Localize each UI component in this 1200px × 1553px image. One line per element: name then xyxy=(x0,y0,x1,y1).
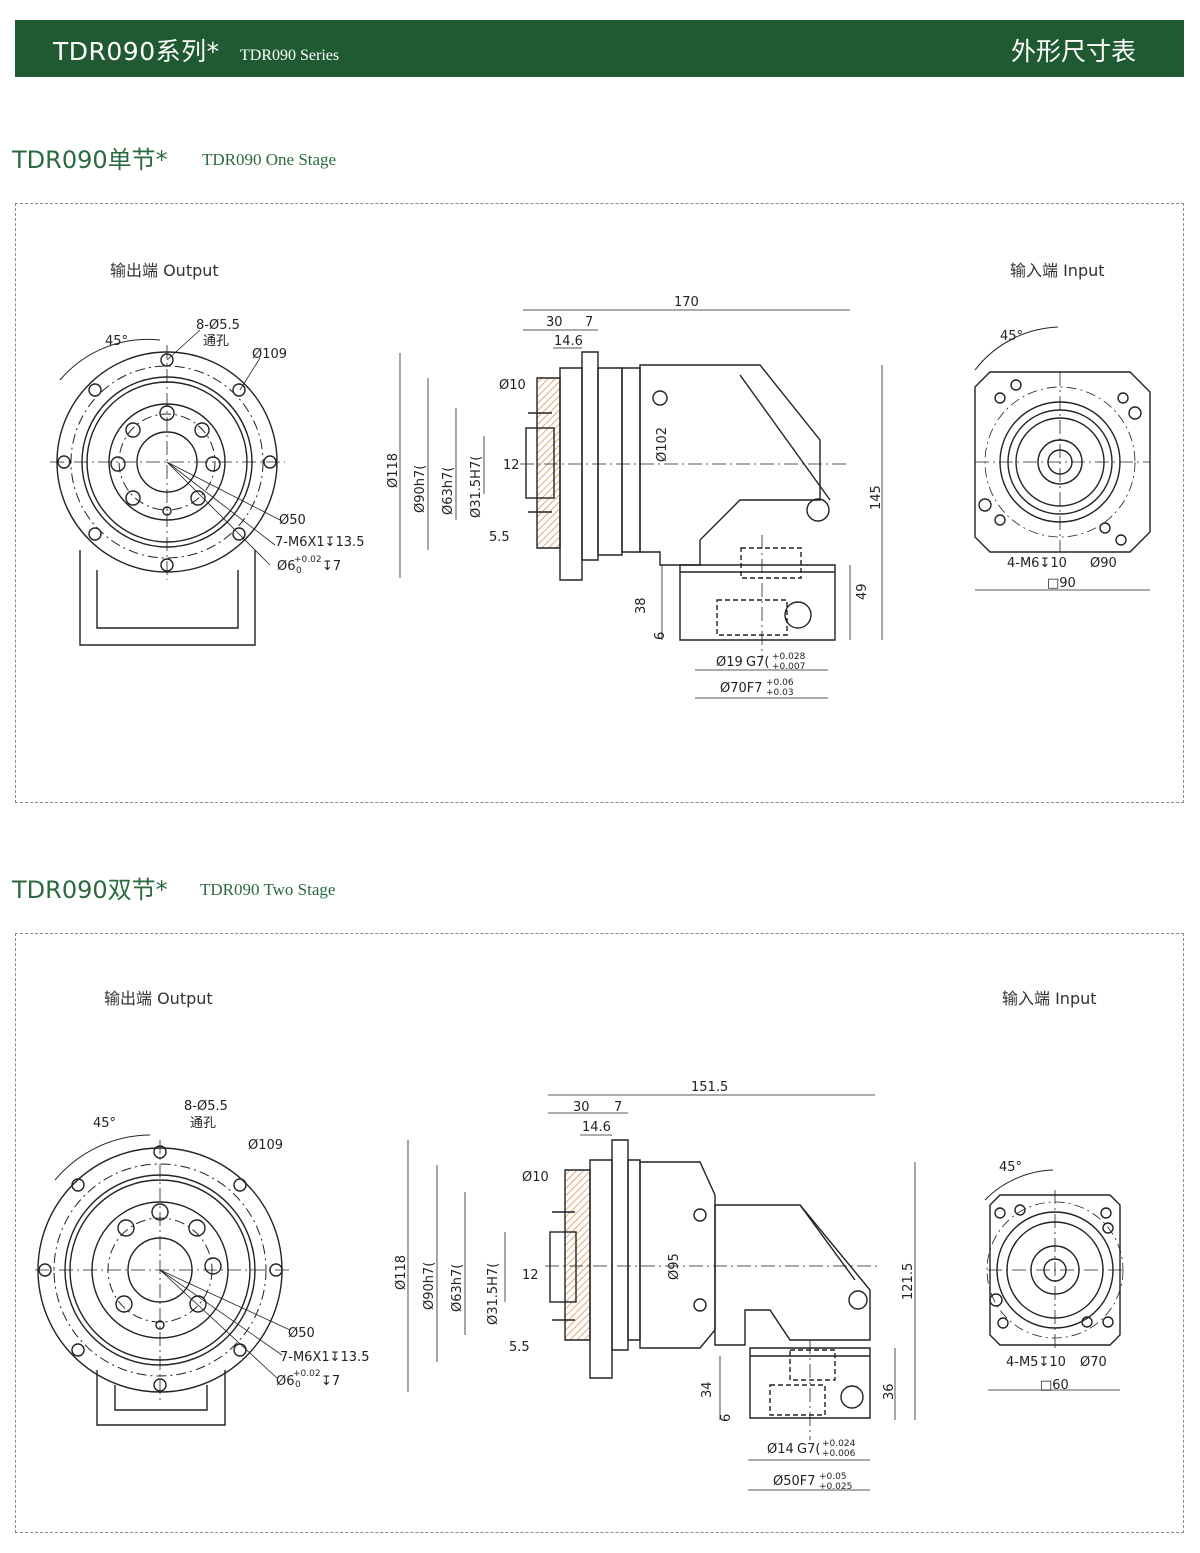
one-pin-depth: ↧7 xyxy=(322,559,341,574)
one-pilot-hi: +0.06 xyxy=(766,678,794,688)
one-angle-in: 45° xyxy=(1000,329,1023,344)
one-d10: Ø10 xyxy=(499,378,526,393)
one-stage-side-view xyxy=(399,309,883,699)
two-pilot-lo: +0.025 xyxy=(819,1482,852,1492)
two-len55: 5.5 xyxy=(509,1340,530,1355)
one-len12: 12 xyxy=(503,458,520,473)
two-stage-output-label: 输出端 Output xyxy=(104,989,213,1008)
two-in-pcd: Ø70 xyxy=(1080,1355,1107,1370)
two-pilot-hi: +0.05 xyxy=(819,1472,847,1482)
two-len30: 30 xyxy=(573,1100,590,1115)
one-shaft-hi: +0.028 xyxy=(772,652,806,662)
one-tap: 7-M6X1↧13.5 xyxy=(275,535,364,550)
two-holes: 8-Ø5.5 xyxy=(184,1099,228,1114)
two-angle-in: 45° xyxy=(999,1160,1022,1175)
two-stage-drawing-frame xyxy=(15,933,1184,1533)
series-title-en: TDR090 Series xyxy=(240,47,340,64)
two-pin-lo: 0 xyxy=(295,1380,301,1390)
one-d50: Ø50 xyxy=(279,513,306,528)
one-stage-title: TDR090单节* xyxy=(12,146,168,174)
two-stage-subtitle: TDR090 Two Stage xyxy=(200,880,336,899)
one-stage-output-view xyxy=(50,329,285,646)
two-pilot: Ø50F7 xyxy=(773,1474,816,1489)
one-len7: 7 xyxy=(585,315,593,330)
one-holes: 8-Ø5.5 xyxy=(196,318,240,333)
two-tap: 7-M6X1↧13.5 xyxy=(280,1350,369,1365)
one-d315: Ø31.5H7( xyxy=(469,456,484,518)
one-pin-lo: 0 xyxy=(296,566,302,576)
two-shaft: Ø14 xyxy=(767,1442,794,1457)
one-shaft-fit: G7( xyxy=(746,655,769,670)
two-len-total: 151.5 xyxy=(691,1080,728,1095)
one-shaft-lo: +0.007 xyxy=(772,662,805,672)
one-pilot: Ø70F7 xyxy=(720,681,763,696)
one-d109: Ø109 xyxy=(252,347,287,362)
dimension-table-title: 外形尺寸表 xyxy=(1010,37,1136,66)
two-pin-depth: ↧7 xyxy=(321,1374,340,1389)
two-d315: Ø31.5H7( xyxy=(486,1263,501,1325)
two-len12: 12 xyxy=(522,1268,539,1283)
one-stage-drawing-frame xyxy=(15,203,1184,803)
two-len7: 7 xyxy=(614,1100,622,1115)
one-h-total: 145 xyxy=(869,485,884,510)
one-d118: Ø118 xyxy=(386,453,401,488)
one-d-mid: Ø102 xyxy=(655,427,670,462)
series-title: TDR090系列* xyxy=(53,37,220,66)
one-h38: 38 xyxy=(634,597,649,614)
two-h38: 34 xyxy=(700,1381,715,1398)
one-h-in: 49 xyxy=(855,583,870,600)
two-pin-hi: +0.02 xyxy=(293,1369,321,1379)
two-h-in: 36 xyxy=(882,1383,897,1400)
two-shaft-hi: +0.024 xyxy=(822,1439,856,1449)
two-d10: Ø10 xyxy=(522,1170,549,1185)
one-stage-input-view xyxy=(974,326,1151,591)
one-shaft: Ø19 xyxy=(716,655,743,670)
two-in-tap: 4-M5↧10 xyxy=(1006,1355,1066,1370)
two-d90: Ø90h7( xyxy=(422,1262,437,1310)
two-stage-input-view xyxy=(984,1169,1125,1391)
one-through: 通孔 xyxy=(203,334,229,349)
two-d-mid: Ø95 xyxy=(667,1253,682,1280)
one-in-pcd: Ø90 xyxy=(1090,556,1117,571)
two-stage-side-view xyxy=(407,1094,916,1491)
one-len30: 30 xyxy=(546,315,563,330)
one-pin-hi: +0.02 xyxy=(294,555,322,565)
two-stage-output-view xyxy=(35,1134,291,1426)
two-d50: Ø50 xyxy=(288,1326,315,1341)
two-pin: Ø6 xyxy=(276,1374,295,1389)
two-d118: Ø118 xyxy=(394,1255,409,1290)
two-h-total: 121.5 xyxy=(901,1263,916,1300)
two-d63: Ø63h7( xyxy=(450,1264,465,1312)
one-in-tap: 4-M6↧10 xyxy=(1007,556,1067,571)
one-len-total: 170 xyxy=(674,295,699,310)
page-header: TDR090系列* TDR090 Series 外形尺寸表 xyxy=(15,20,1184,77)
one-pilot-lo: +0.03 xyxy=(766,688,794,698)
two-h6: 6 xyxy=(719,1414,734,1422)
two-len146: 14.6 xyxy=(582,1120,611,1135)
one-pin: Ø6 xyxy=(277,559,296,574)
one-h6: 6 xyxy=(653,632,668,640)
one-len55: 5.5 xyxy=(489,530,510,545)
two-stage-title: TDR090双节* xyxy=(12,876,168,904)
one-in-square: □90 xyxy=(1047,576,1076,591)
two-stage-input-label: 输入端 Input xyxy=(1002,989,1097,1008)
one-d63: Ø63h7( xyxy=(441,467,456,515)
two-d109: Ø109 xyxy=(248,1138,283,1153)
one-stage-output-label: 输出端 Output xyxy=(110,261,219,280)
one-stage-input-label: 输入端 Input xyxy=(1010,261,1105,280)
two-in-square: □60 xyxy=(1040,1378,1069,1393)
two-through: 通孔 xyxy=(190,1116,216,1131)
two-angle-out: 45° xyxy=(93,1116,116,1131)
one-len146: 14.6 xyxy=(554,334,583,349)
one-stage-subtitle: TDR090 One Stage xyxy=(202,150,337,169)
one-d90: Ø90h7( xyxy=(413,465,428,513)
two-shaft-fit: G7( xyxy=(797,1442,820,1457)
two-shaft-lo: +0.006 xyxy=(822,1449,856,1459)
one-angle-out: 45° xyxy=(105,334,128,349)
